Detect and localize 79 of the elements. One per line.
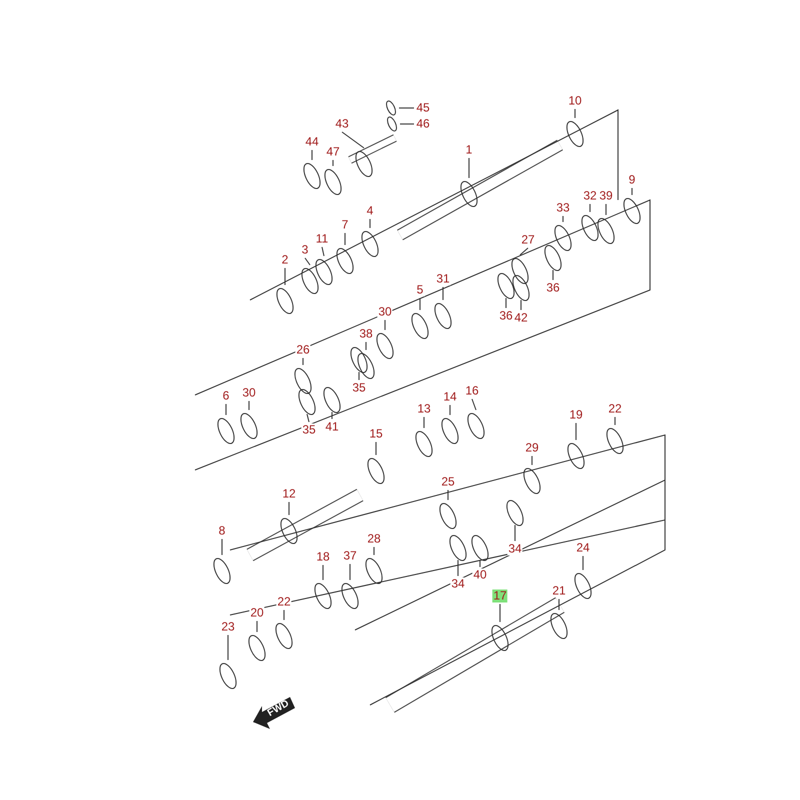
callout-number: 41 [324,420,340,434]
callout-number: 7 [340,218,350,232]
callout-number: 19 [568,408,584,422]
leader-line [322,564,324,580]
callout-number: 38 [358,328,374,340]
callout-number: 6 [222,390,230,402]
callout-number: 39 [598,190,614,202]
leader-line [562,216,564,222]
callout-number: 45 [415,102,431,114]
leader-line [384,320,386,330]
callout-number: 34 [507,542,523,556]
callout-number: 30 [241,386,257,400]
callout-number: 20 [249,606,265,620]
callout-number: 11 [314,232,330,246]
leader-line [358,372,360,380]
callout-number: 1 [464,144,474,156]
callout-number: 40 [472,568,488,582]
callout-number: 15 [368,428,384,440]
callout-number: 10 [567,94,583,108]
leader-line [472,398,476,410]
leader-line [614,416,616,426]
leader-line [342,132,364,148]
callout-number: 30 [377,306,393,318]
callout-number: 29 [524,442,540,454]
leader-line [552,270,554,280]
leader-line [520,300,522,310]
callout-number: 35 [351,382,367,394]
callout-number: 47 [325,146,341,158]
callout-number: 28 [366,532,382,546]
callout-number: 36 [498,310,514,322]
callout-number: 13 [416,402,432,416]
callout-number: 5 [416,284,424,296]
leader-line [306,414,310,422]
leader-line [582,556,584,570]
callout-number: 18 [315,550,331,564]
leader-line [284,268,286,286]
callout-number: 26 [295,344,311,356]
callout-number: 16 [464,384,480,398]
callout-number: 46 [415,118,431,130]
callout-number: 12 [281,488,297,500]
callout-number: 43 [334,118,350,130]
callout-number: 36 [545,282,561,294]
callout-number: 35 [301,424,317,436]
leader-line [332,160,334,166]
leader-line [574,108,576,118]
leader-line [558,598,560,610]
callout-number: 27 [520,234,536,246]
callout-number: 14 [442,390,458,404]
callout-number: 8 [218,524,226,538]
leader-line [288,502,290,516]
callout-number: 24 [575,542,591,554]
callout-number: 34 [450,578,466,590]
callout-number: 9 [628,174,636,186]
leader-line [344,232,346,246]
callout-number: 22 [276,596,292,608]
leader-line [248,400,250,410]
callout-number: 3 [300,244,310,256]
leader-line [442,286,444,300]
callout-number: 21 [551,584,567,598]
leader-line [468,158,470,178]
callout-number: 22 [607,402,623,416]
callout-number: 17 [492,590,508,602]
leader-line [514,524,516,542]
callout-number: 42 [513,312,529,324]
leader-line [302,358,304,366]
leader-line [322,246,324,256]
callout-number: 37 [342,550,358,562]
callout-number: 25 [440,476,456,488]
callout-number: 31 [435,272,451,286]
leader-line [520,248,528,256]
callout-number: 2 [280,254,290,266]
callout-number: 23 [220,620,236,634]
callout-number: 33 [555,202,571,214]
leader-line [256,620,258,632]
callout-number: 4 [366,204,374,218]
callout-number: 32 [582,190,598,202]
callout-number: 44 [304,136,320,148]
leader-line [304,258,310,266]
direction-label: FWD [266,698,291,719]
